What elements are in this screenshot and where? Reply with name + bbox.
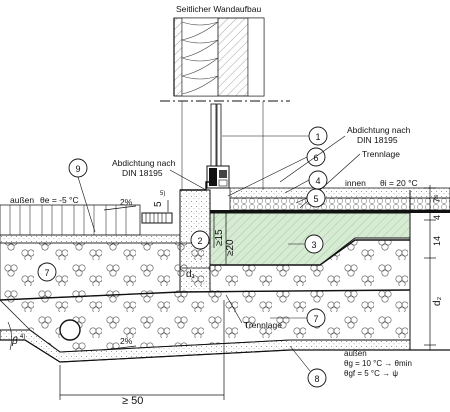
dim-7-5: 7⁵	[432, 194, 442, 203]
callout-1: 1	[315, 132, 320, 142]
trennlage-top: Trennlage	[362, 149, 400, 159]
dim-d1: d₁	[186, 269, 196, 280]
slope-top-label: 2%	[120, 197, 133, 207]
callout-circle	[307, 368, 327, 388]
slab-membrane	[210, 239, 410, 266]
leader-lines	[77, 135, 311, 372]
theta-gf-label: θgf = 5 °C → ψ	[344, 369, 398, 378]
callout-7b: 7	[313, 314, 318, 324]
abdichtung-top-leader	[279, 135, 346, 183]
ground-line	[0, 339, 450, 363]
abdichtung-left-line2: DIN 18195	[122, 168, 163, 178]
beta-label: β	[11, 336, 18, 347]
insulation-zigzag	[180, 21, 219, 95]
aussen-top-label: außen	[10, 195, 34, 205]
theta-i-label: θi = 20 °C	[380, 178, 418, 188]
theta-g-label: θg = 10 °C → θmin	[344, 359, 412, 368]
callout-5-label: 5	[313, 194, 318, 204]
trennlage-bottom: Trennlage	[244, 320, 282, 330]
beta-note: 4)	[20, 334, 25, 340]
dim-ge20: ≥20	[225, 239, 236, 256]
interior-floor	[210, 187, 450, 213]
separation-membrane	[0, 289, 411, 301]
dim-14: 14	[432, 236, 442, 246]
callout-circle	[37, 262, 57, 282]
callout-7a: 7	[44, 268, 49, 278]
deck-boards	[9, 205, 127, 235]
callout-6: 6	[313, 153, 318, 163]
dim-d2: d₂	[432, 296, 443, 306]
abdichtung-left-line1: Abdichtung nach	[112, 158, 176, 168]
slope-bottom-arrow	[103, 345, 137, 351]
callout-4: 4	[315, 176, 320, 186]
dim-ge50: ≥ 50	[122, 395, 143, 407]
window-frame	[206, 103, 230, 189]
slope-bottom-label: 2%	[120, 336, 133, 346]
wall-buildup-inset	[173, 17, 265, 97]
trennlage-bottom-leader	[225, 294, 243, 324]
slope-top-arrow	[103, 205, 137, 211]
right-dimension-lines	[424, 185, 436, 350]
inner-dimension-lines	[59, 200, 227, 400]
callout-group	[37, 126, 328, 388]
innen-label: innen	[345, 178, 366, 188]
abdichtung-top-line1: Abdichtung nach	[347, 125, 411, 135]
callout-3: 3	[311, 240, 316, 250]
callout-5: 5	[295, 188, 326, 208]
callout-2: 2	[197, 236, 202, 246]
abdichtung-left-leader	[169, 169, 207, 191]
callout-circle	[190, 230, 210, 250]
drain-pipe	[59, 319, 81, 341]
dim-5-note: 5)	[160, 191, 165, 197]
dim-ge15: ≥15	[214, 229, 225, 246]
dim-4: 4	[432, 215, 442, 220]
callout-8: 8	[314, 374, 319, 384]
exterior-deck	[0, 204, 181, 244]
dim-5: 5	[153, 201, 164, 207]
callout-9: 9	[75, 164, 80, 174]
abdichtung-top-line2: DIN 18195	[357, 135, 398, 145]
theta-e-label: θe = -5 °C	[40, 195, 79, 205]
inset-title: Seitlicher Wandaufbau	[176, 4, 261, 14]
beta-arc	[7, 321, 12, 351]
aussen-bottom-label: außen	[344, 349, 367, 358]
